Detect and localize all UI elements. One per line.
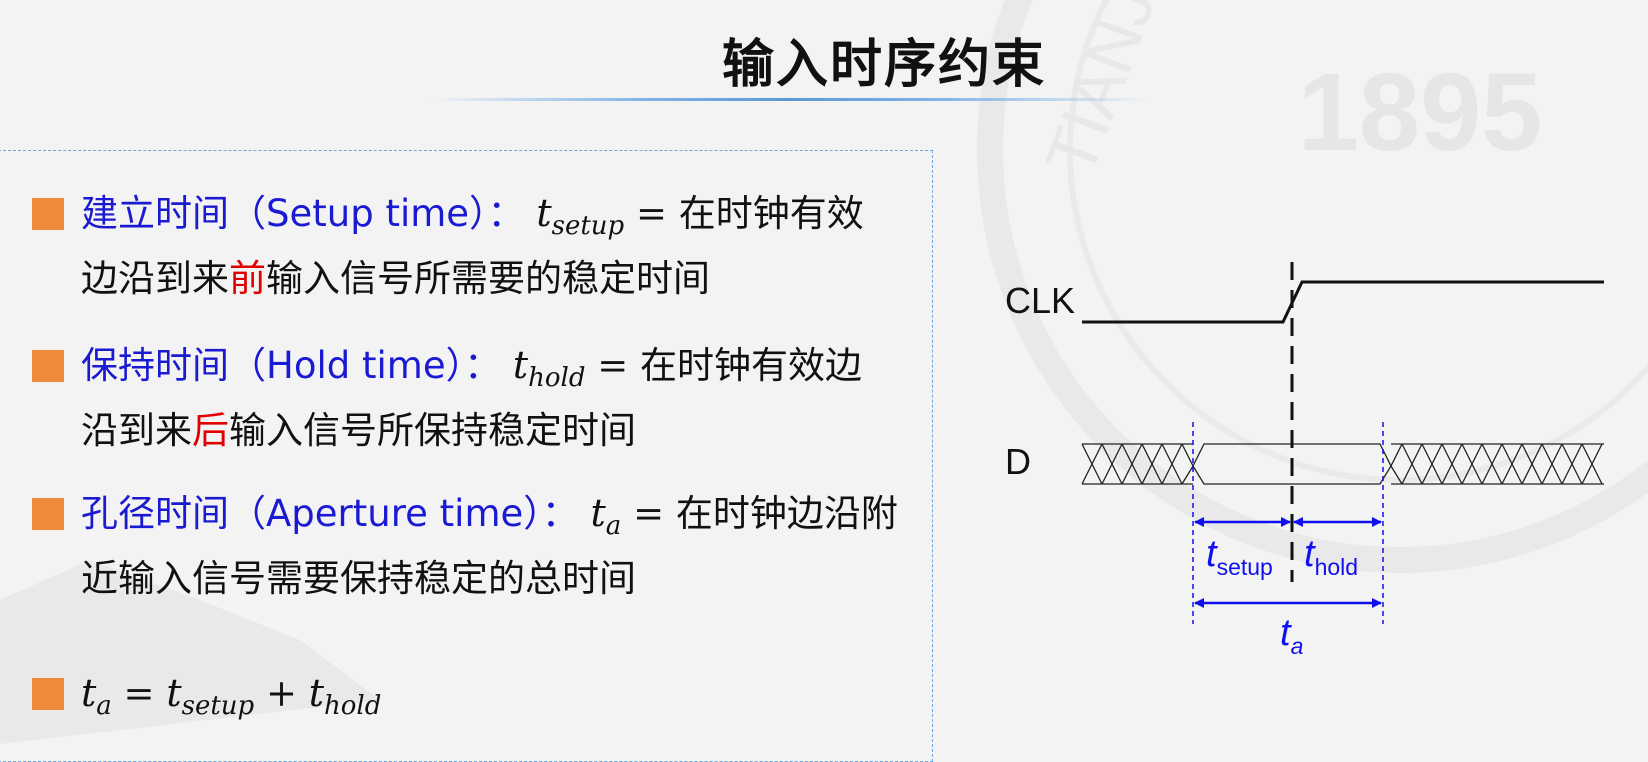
math-symbol: t xyxy=(512,343,529,387)
math-symbol: t xyxy=(308,671,324,715)
equals-sign: = xyxy=(597,344,641,387)
highlight-text: 前 xyxy=(229,257,266,300)
math-symbol: t xyxy=(590,491,606,535)
bullet-square xyxy=(32,350,64,382)
term-label: 建立时间（Setup time）： xyxy=(81,192,525,235)
math-symbol: t xyxy=(81,671,97,715)
clk-label: CLK xyxy=(1005,280,1075,321)
page-title: 输入时序约束 xyxy=(721,35,1046,95)
term-label: 保持时间（Hold time）： xyxy=(81,344,502,387)
math-subscript: setup xyxy=(181,691,255,721)
bullet-square xyxy=(32,498,64,530)
svg-text:1895: 1895 xyxy=(1298,51,1543,174)
aperture-label: ta xyxy=(1280,612,1303,659)
math-subscript: hold xyxy=(324,691,382,721)
math-subscript: hold xyxy=(528,363,586,393)
d-label: D xyxy=(1005,441,1031,482)
definition-text: 近输入信号需要保持稳定的总时间 xyxy=(81,557,636,600)
math-symbol: t xyxy=(536,191,552,235)
equals-sign: = xyxy=(635,192,679,235)
math-subscript: a xyxy=(605,511,622,541)
term-label: 孔径时间（Aperture time）： xyxy=(81,492,579,535)
bullet-square xyxy=(32,678,64,710)
setup-label: tsetup xyxy=(1206,533,1273,580)
aperture-formula: ta = tsetup + thold xyxy=(81,670,381,729)
hold-label: thold xyxy=(1304,533,1358,580)
equals-sign: = xyxy=(633,492,676,535)
definition-text: 输入信号所需要的稳定时间 xyxy=(266,257,710,300)
clk-waveform xyxy=(1082,280,1604,324)
math-symbol: t xyxy=(166,671,182,715)
plus-sign: + xyxy=(254,672,309,715)
equals-sign: = xyxy=(111,672,167,715)
bullet-square xyxy=(32,198,64,230)
definition-text: 在时钟边沿附 xyxy=(675,492,898,535)
d-waveform xyxy=(1081,443,1604,485)
definition-text: 在时钟有效边 xyxy=(640,344,863,387)
definition-text: 边沿到来 xyxy=(81,257,229,300)
timing-diagram: CLK D tsetup thold ta xyxy=(1005,262,1604,659)
definition-text: 输入信号所保持稳定时间 xyxy=(229,409,636,452)
math-subscript: setup xyxy=(551,211,625,241)
definition-text: 在时钟有效 xyxy=(678,192,864,235)
title-underline xyxy=(430,98,1150,101)
math-subscript: a xyxy=(96,691,112,721)
highlight-text: 后 xyxy=(192,409,229,452)
definition-text: 沿到来 xyxy=(81,409,192,452)
